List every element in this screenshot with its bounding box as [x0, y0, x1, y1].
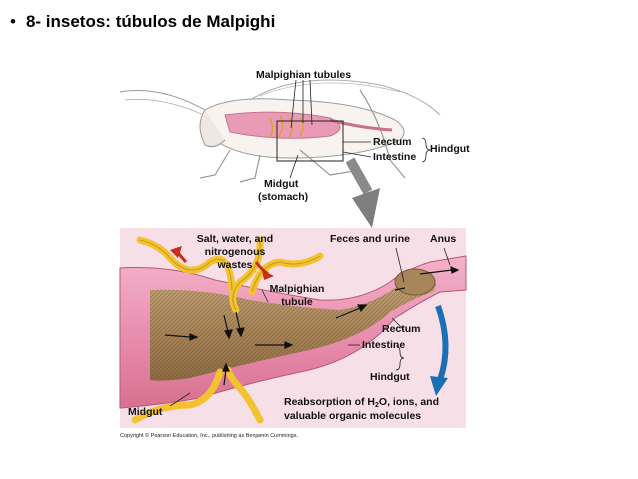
label-reabsorption-line2: valuable organic molecules: [284, 410, 422, 422]
label-hindgut-bottom: Hindgut: [370, 371, 410, 383]
label-intestine-top: Intestine: [373, 151, 417, 163]
slide-title: • 8- insetos: túbulos de Malpighi: [10, 12, 275, 32]
label-malpighian-tubules: Malpighian tubules: [256, 69, 352, 81]
label-hindgut-top: Hindgut: [430, 143, 470, 155]
label-salt-line2: nitrogenous: [204, 246, 266, 258]
label-midgut-bottom: Midgut: [128, 406, 163, 418]
title-bullet: •: [10, 12, 16, 31]
grasshopper-illustration: [119, 79, 441, 228]
label-midgut-top: Midgut: [264, 178, 299, 190]
label-rectum-top: Rectum: [373, 136, 412, 148]
label-reabsorption-line1: Reabsorption of H2O, ions, and: [284, 396, 439, 412]
label-malpighian-line1: Malpighian: [269, 283, 325, 295]
reabsorption-post: O, ions, and: [378, 396, 439, 408]
copyright-text: Copyright © Pearson Education, Inc., pub…: [120, 433, 299, 439]
gut-detail-illustration: [119, 228, 467, 428]
title-text: 8- insetos: túbulos de Malpighi: [25, 12, 276, 31]
label-salt-line1: Salt, water, and: [196, 233, 274, 245]
bottom-leader-lines: [169, 247, 451, 407]
label-intestine-bottom: Intestine: [362, 339, 406, 351]
label-malpighian-line2: tubule: [281, 296, 313, 308]
label-rectum-bottom: Rectum: [382, 323, 421, 335]
label-anus: Anus: [430, 233, 457, 245]
top-leader-lines: [289, 79, 432, 179]
label-feces-urine: Feces and urine: [330, 233, 410, 245]
label-stomach-top: (stomach): [258, 191, 309, 203]
label-salt-line3: wastes: [217, 259, 253, 271]
reabsorption-pre: Reabsorption of H: [284, 396, 375, 408]
reabsorption-sub: 2: [375, 402, 379, 409]
